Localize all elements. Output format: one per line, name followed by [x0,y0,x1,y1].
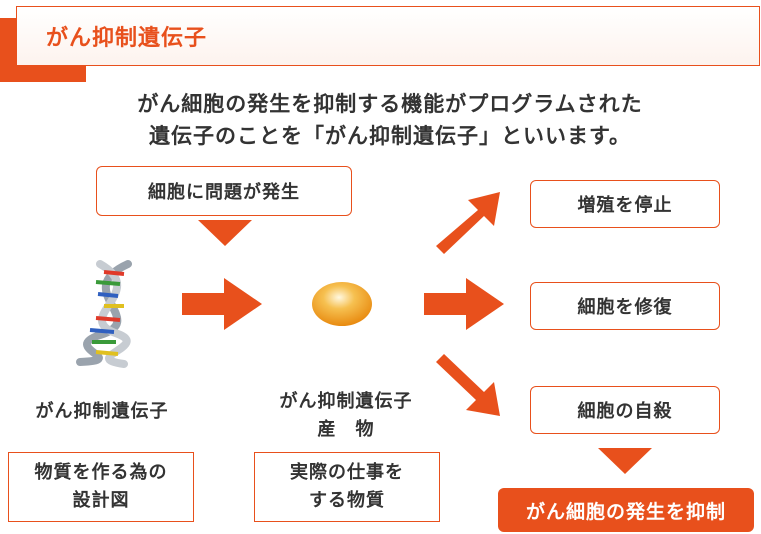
outcome-label: 増殖を停止 [577,195,673,216]
gene-description-line-1: 物質を作る為の [34,462,168,483]
gene-description-box: 物質を作る為の 設計図 [8,452,194,522]
arrow-gene-to-product [182,278,262,330]
result-label: がん細胞の発生を抑制 [525,500,726,523]
gene-label: がん抑制遺伝子 [35,401,169,422]
trigger-box: 細胞に問題が発生 [96,166,352,216]
product-label: がん抑制遺伝子 産 物 [256,388,436,444]
arrow-to-apoptosis [436,354,500,416]
product-label-line-1: がん抑制遺伝子 [279,391,413,412]
product-label-line-2: 産 物 [317,419,375,440]
trigger-label: 細胞に問題が発生 [148,182,300,203]
outcome-label: 細胞を修復 [577,297,673,318]
result-badge: がん細胞の発生を抑制 [498,488,754,532]
lead-line-2: 遺伝子のことを「がん抑制遺伝子」といいます。 [149,123,631,148]
outcome-label: 細胞の自殺 [577,401,673,422]
gene-product-orb [312,282,372,326]
lead-text: がん細胞の発生を抑制する機能がプログラムされた 遺伝子のことを「がん抑制遺伝子」… [60,88,720,152]
trigger-down-arrow [198,220,252,246]
result-down-arrow [598,448,652,474]
arrow-to-stop-growth [436,192,500,254]
title-bar [16,6,760,66]
outcome-stop-growth-box: 増殖を停止 [530,180,720,228]
page-title: がん抑制遺伝子 [46,25,208,51]
product-description-line-1: 実際の仕事を [290,462,404,483]
gene-description-line-2: 設計図 [72,490,130,511]
product-description-box: 実際の仕事を する物質 [254,452,440,522]
outcome-repair-box: 細胞を修復 [530,282,720,330]
dna-helix-icon [76,260,132,368]
outcome-apoptosis-box: 細胞の自殺 [530,386,720,434]
arrow-to-repair [424,278,504,330]
lead-line-1: がん細胞の発生を抑制する機能がプログラムされた [137,91,643,116]
product-description-line-2: する物質 [309,490,385,511]
